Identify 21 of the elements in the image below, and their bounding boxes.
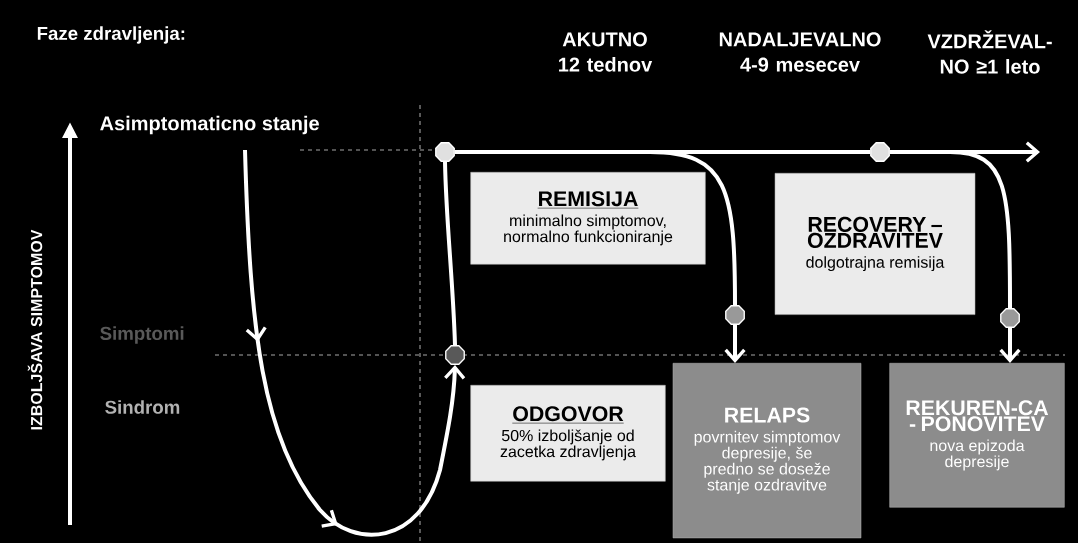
level-label: Sindrom xyxy=(105,400,180,414)
octagon-marker xyxy=(725,305,745,325)
phase-label: NADALJEVALNO 4-9 mesecev xyxy=(719,32,881,72)
octagon-marker xyxy=(445,345,465,365)
arrow xyxy=(999,327,1021,363)
phase-label: AKUTNO 12 tednov xyxy=(559,32,653,72)
octagon-marker xyxy=(1000,308,1020,328)
stage-box: RECOVERY – OZDRAVITEV dolgotrajna remisija xyxy=(774,173,976,315)
phase-heading: Faze zdravljenja: xyxy=(37,26,185,44)
arrow xyxy=(243,149,466,537)
stage-box: ODGOVOR 50% izboljšanje od zacetka zdravljenja xyxy=(470,385,666,482)
stage-box: REMISIJA minimalno simptomov, normalno funkcioniranje xyxy=(470,172,706,265)
phase-label: VZDRŽEVAL- NO ≥1 leto xyxy=(927,30,1052,74)
level-label: Asimptomaticno stanje xyxy=(100,115,319,135)
arrow xyxy=(724,324,746,363)
octagon-marker xyxy=(870,142,890,162)
stage-box: REKUREN-CA - PONOVITEV nova epizoda depresije xyxy=(889,363,1065,508)
axis-label: IZBOLJŠAVA SIMPTOMOV xyxy=(27,229,43,430)
level-label: Simptomi xyxy=(100,326,184,344)
octagon-marker xyxy=(435,142,455,162)
stage-box: RELAPS povrnitev simptomov depresije, še predno se doseže stanje ozdravitve xyxy=(672,363,862,539)
